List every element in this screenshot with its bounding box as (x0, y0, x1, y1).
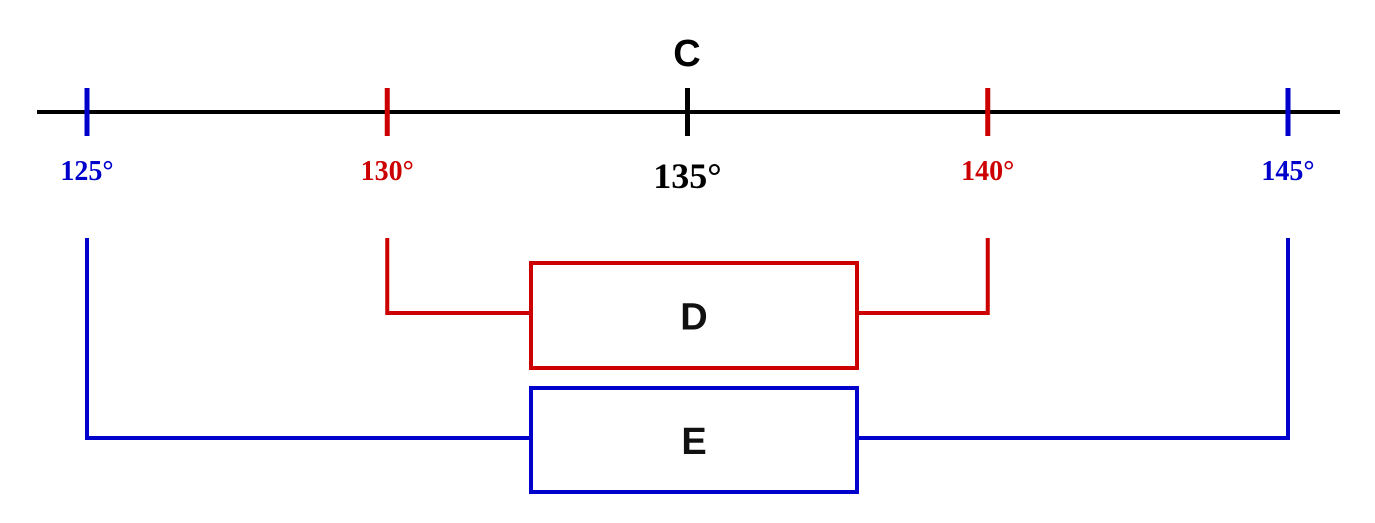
range-d-label: D (680, 297, 707, 339)
range-e-left-bracket (85, 238, 531, 440)
range-d-right-bracket (857, 238, 990, 315)
tick-label-125: 125° (60, 156, 113, 187)
range-d-left-bracket (385, 238, 531, 315)
axis-ticks: 125° 130° 135° 140° 145° (60, 88, 1315, 196)
range-brackets: DE (85, 238, 1290, 494)
tick-label-130: 130° (361, 156, 414, 187)
tick-label-145: 145° (1261, 156, 1314, 187)
tick-label-140: 140° (961, 156, 1014, 187)
axis-center-label: C (673, 33, 700, 75)
range-d-box (529, 261, 859, 370)
tick-label-135: 135° (653, 156, 721, 196)
range-e-right-bracket (857, 238, 1290, 440)
range-e-box (529, 386, 859, 494)
range-e-label: E (681, 421, 706, 463)
